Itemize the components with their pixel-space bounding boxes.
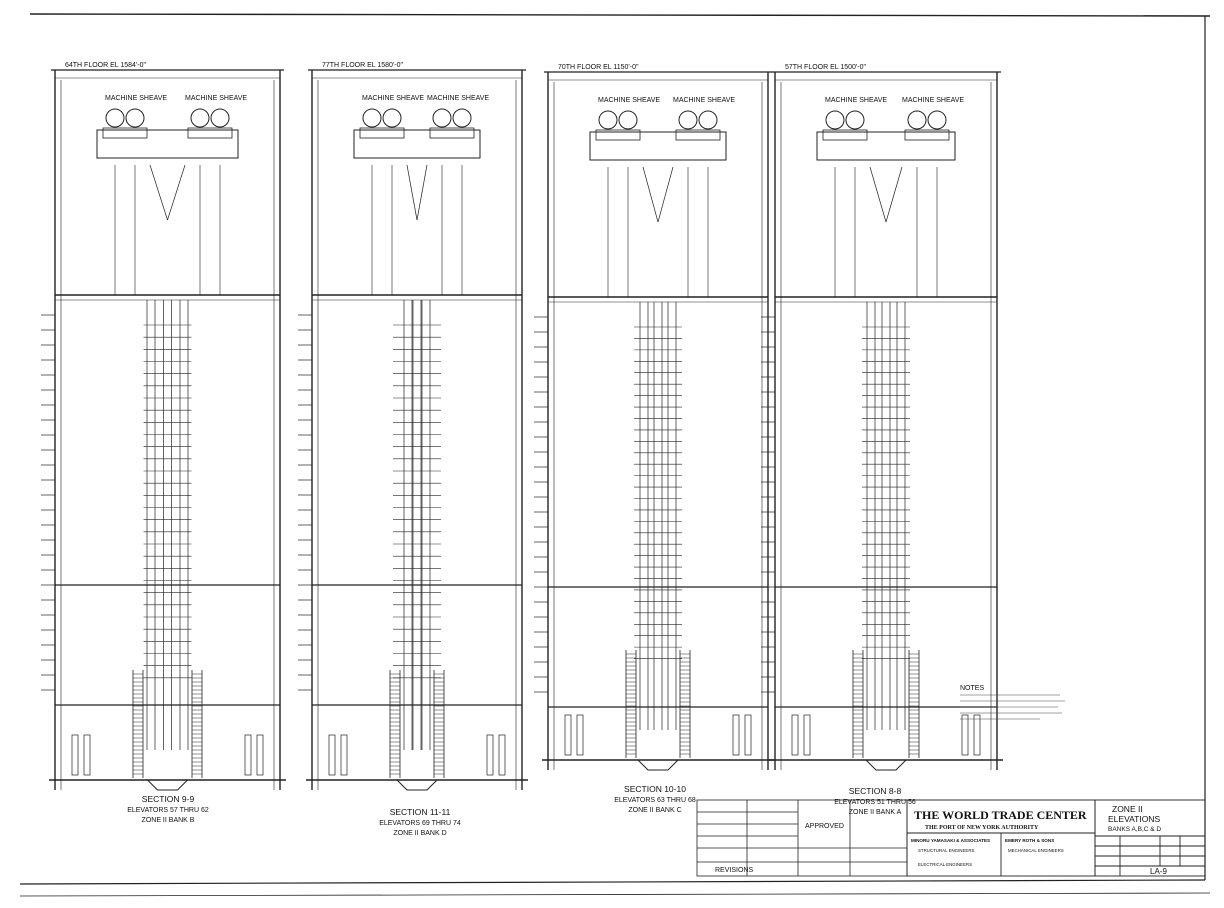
revisions-label: REVISIONS	[715, 867, 753, 874]
machine-sheave-label: MACHINE SHEAVE	[598, 97, 660, 104]
floor-elevation-note: 77TH FLOOR EL 1580'-0"	[322, 62, 404, 69]
section-title: SECTION 9-9	[142, 794, 195, 804]
machine-sheave-label: MACHINE SHEAVE	[185, 95, 247, 102]
drawing-title-line-1: ZONE II	[1112, 804, 1143, 814]
engineer-2: MECHANICAL ENGINEERS	[1008, 848, 1064, 853]
engineer-1: STRUCTURAL ENGINEERS	[918, 848, 975, 853]
machine-sheave-label: MACHINE SHEAVE	[825, 97, 887, 104]
section-bank: ZONE II BANK A	[849, 809, 902, 816]
title-block	[906, 799, 1206, 877]
engineer-3: ELECTRICAL ENGINEERS	[918, 862, 972, 867]
floor-elevation-note: 70TH FLOOR EL 1150'-0"	[558, 64, 639, 71]
drawing-title-line-3: BANKS A,B,C & D	[1108, 826, 1161, 833]
project-title: THE WORLD TRADE CENTER	[914, 808, 1087, 822]
section-title: SECTION 10-10	[624, 784, 686, 794]
machine-sheave-label: MACHINE SHEAVE	[673, 97, 735, 104]
machine-sheave-label: MACHINE SHEAVE	[105, 95, 167, 102]
section-bank: ZONE II BANK D	[393, 830, 446, 837]
architect-1: MINORU YAMASAKI & ASSOCIATES	[911, 838, 990, 843]
sheet-number: LA-9	[1150, 867, 1167, 876]
approved-label: APPROVED	[805, 823, 844, 830]
section-elevators: ELEVATORS 69 THRU 74	[379, 820, 461, 827]
section-elevators: ELEVATORS 63 THRU 68	[614, 797, 696, 804]
machine-sheave-label: MACHINE SHEAVE	[427, 95, 489, 102]
architect-2: EMERY ROTH & SONS	[1005, 838, 1054, 843]
section-elevators: ELEVATORS 51 THRU 56	[834, 799, 916, 806]
section-bank: ZONE II BANK B	[142, 817, 195, 824]
section-title: SECTION 8-8	[849, 786, 902, 796]
authority-name: THE PORT OF NEW YORK AUTHORITY	[925, 825, 1039, 831]
section-bank: ZONE II BANK C	[628, 807, 681, 814]
sheet-border	[19, 13, 1211, 897]
notes-title: NOTES	[960, 685, 984, 692]
general-notes: NOTES	[960, 685, 1065, 720]
machine-sheave-label: MACHINE SHEAVE	[902, 97, 964, 104]
floor-elevation-note: 57TH FLOOR EL 1500'-0"	[785, 64, 867, 71]
floor-elevation-note: 64TH FLOOR EL 1584'-0"	[65, 62, 147, 69]
drawing-title-line-2: ELEVATIONS	[1108, 814, 1160, 824]
section-elevators: ELEVATORS 57 THRU 62	[127, 807, 209, 814]
section-title: SECTION 11-11	[390, 807, 451, 817]
machine-sheave-label: MACHINE SHEAVE	[362, 95, 424, 102]
